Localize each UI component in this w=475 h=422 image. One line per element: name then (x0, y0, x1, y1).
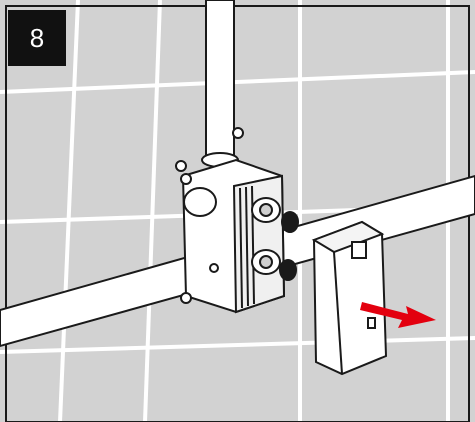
removal-arrow-icon (360, 302, 436, 328)
step-number-badge: 8 (8, 10, 66, 66)
protective-cover (311, 220, 388, 376)
vertical-water-pipe (201, 0, 239, 168)
valve-cartridges (251, 197, 299, 281)
step-number: 8 (29, 22, 45, 53)
